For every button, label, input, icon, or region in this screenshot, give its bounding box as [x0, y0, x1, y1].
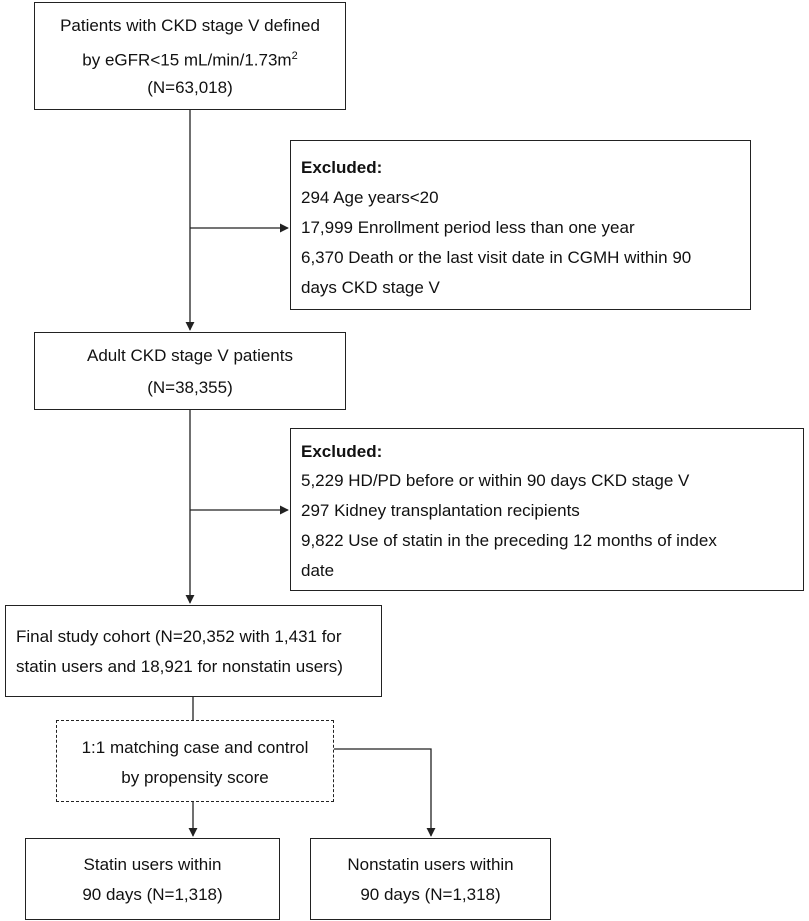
- box-adult-patients: Adult CKD stage V patients (N=38,355): [34, 332, 346, 410]
- matching-line1: 1:1 matching case and control: [81, 738, 309, 757]
- initial-count: (N=63,018): [147, 78, 233, 97]
- excluded2-item: 5,229 HD/PD before or within 90 days CKD…: [301, 471, 690, 490]
- adult-count: (N=38,355): [147, 378, 233, 397]
- statin-line1: Statin users within: [83, 855, 222, 874]
- final-line2: statin users and 18,921 for nonstatin us…: [16, 657, 343, 676]
- initial-line2-text: by eGFR<15 mL/min/1.73m: [82, 50, 292, 70]
- nonstatin-line1: Nonstatin users within: [347, 855, 514, 874]
- box-statin-users: Statin users within 90 days (N=1,318): [25, 838, 280, 920]
- box-excluded-2: Excluded: 5,229 HD/PD before or within 9…: [290, 428, 804, 591]
- initial-superscript: 2: [291, 50, 298, 62]
- excluded2-item: 297 Kidney transplantation recipients: [301, 501, 580, 520]
- excluded1-item: 6,370 Death or the last visit date in CG…: [301, 248, 692, 267]
- excluded1-item: 17,999 Enrollment period less than one y…: [301, 218, 635, 237]
- initial-line1: Patients with CKD stage V defined: [60, 16, 320, 35]
- excluded1-heading: Excluded:: [301, 158, 383, 177]
- arrow-matching-to-nonstatin: [334, 748, 436, 837]
- matching-line2: by propensity score: [121, 768, 269, 787]
- box-propensity-matching: 1:1 matching case and control by propens…: [56, 720, 334, 802]
- statin-count: 90 days (N=1,318): [82, 885, 223, 904]
- excluded2-item: 9,822 Use of statin in the preceding 12 …: [301, 531, 717, 550]
- excluded1-item: days CKD stage V: [301, 278, 440, 297]
- initial-line2: by eGFR<15 mL/min/1.73m2: [35, 42, 345, 75]
- excluded1-item: 294 Age years<20: [301, 188, 439, 207]
- adult-line1: Adult CKD stage V patients: [86, 346, 293, 365]
- box-initial-patients: Patients with CKD stage V defined by eGF…: [34, 2, 346, 110]
- box-excluded-1: Excluded: 294 Age years<20 17,999 Enroll…: [290, 140, 751, 310]
- final-line1: Final study cohort (N=20,352 with 1,431 …: [16, 627, 342, 646]
- nonstatin-count: 90 days (N=1,318): [360, 885, 501, 904]
- box-final-cohort: Final study cohort (N=20,352 with 1,431 …: [5, 605, 382, 697]
- excluded2-heading: Excluded:: [301, 442, 383, 461]
- excluded2-item: date: [301, 561, 335, 580]
- box-nonstatin-users: Nonstatin users within 90 days (N=1,318): [310, 838, 551, 920]
